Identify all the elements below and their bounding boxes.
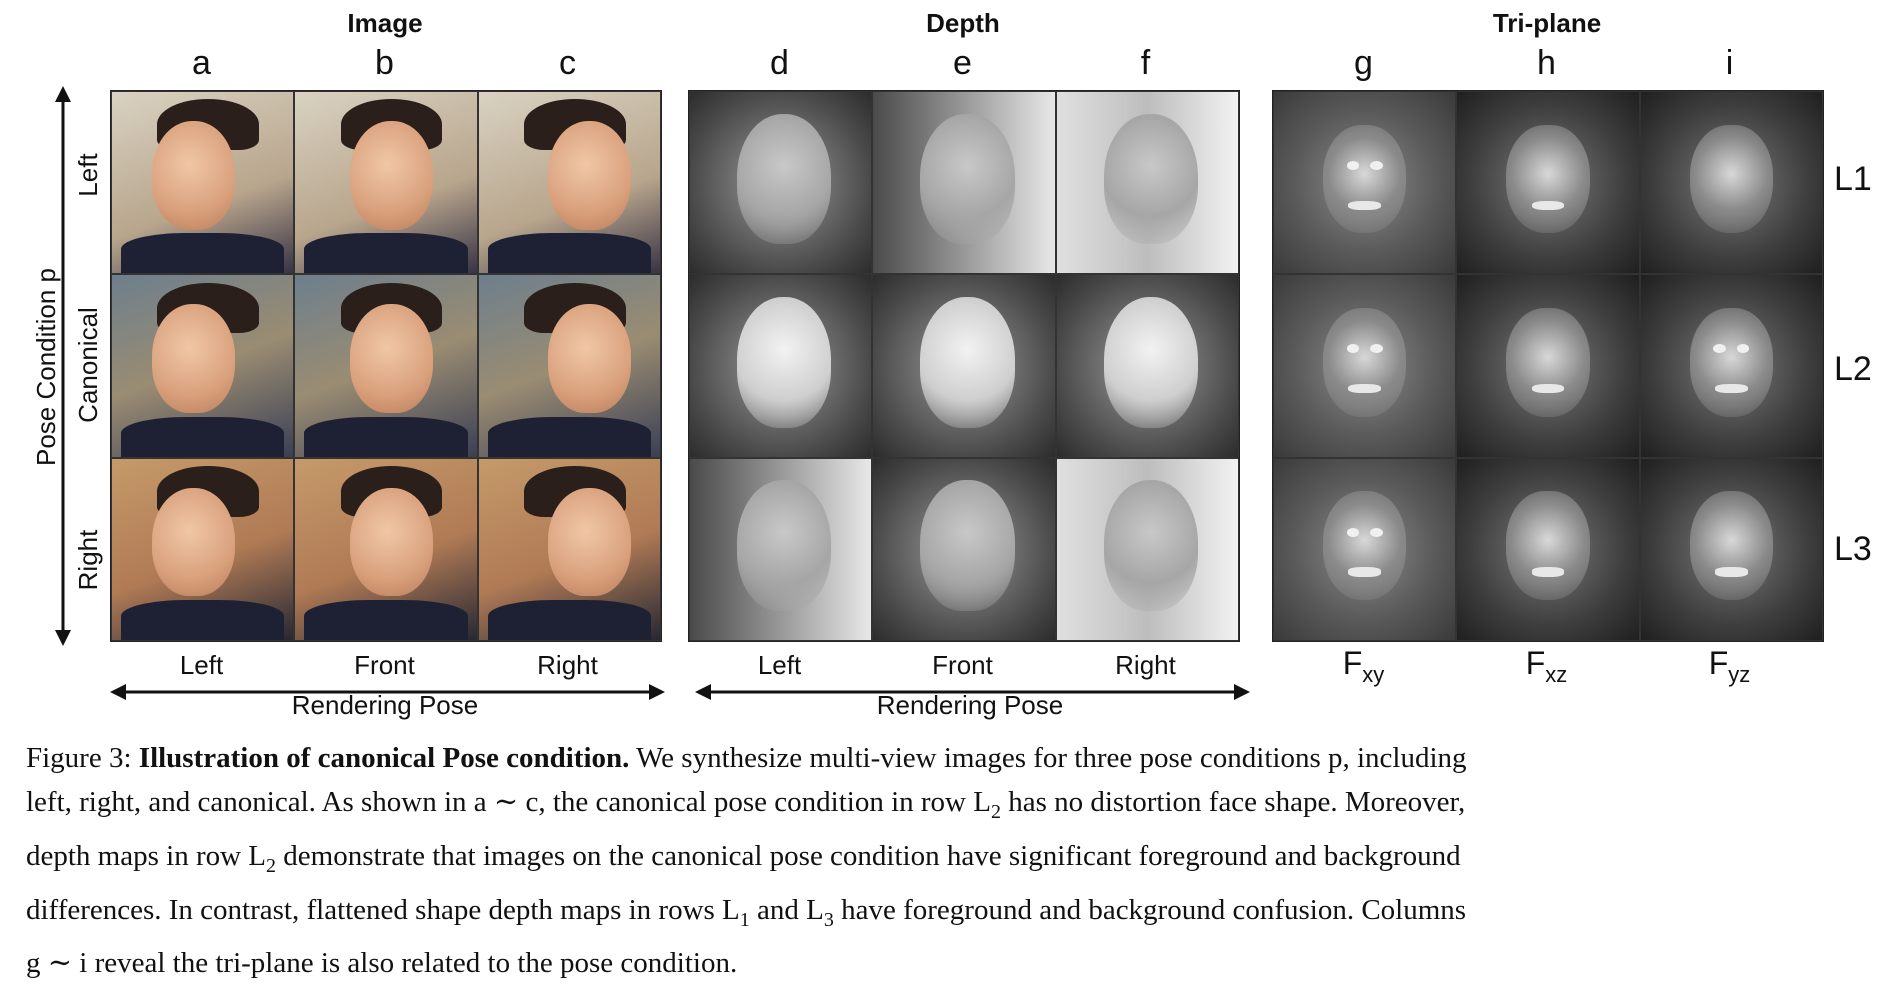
column-letter-c: c [559,44,576,82]
depth-cell-e2 [872,274,1056,458]
depth-grid [688,90,1240,642]
image-cell-a3 [111,457,295,641]
caption-line-4: differences. In contrast, flattened shap… [26,893,1467,931]
image-cell-c3 [477,457,661,641]
triplane-grid [1272,90,1824,642]
depth-cell-d3 [689,457,873,641]
row-id-l2: L2 [1834,350,1872,388]
image-cell-a2 [111,274,295,458]
depth-pose-front-label: Front [932,650,993,680]
depth-pose-right-label: Right [1115,650,1176,680]
row-label-right: Right [73,529,103,591]
column-letter-b: b [375,44,394,82]
pose-condition-axis-label: Pose Condition p [31,267,61,467]
depth-cell-f2 [1055,274,1239,458]
depth-cell-d2 [689,274,873,458]
depth-cell-f1 [1055,91,1239,275]
triplane-fxz-label: Fxz [1525,645,1568,687]
image-pose-right-label: Right [537,650,598,680]
depth-cell-f3 [1055,457,1239,641]
row-label-canonical: Canonical [73,307,103,423]
row-label-left: Left [73,153,103,197]
column-letter-a: a [192,44,211,82]
depth-group-title: Depth [926,8,1000,38]
depth-cell-e3 [872,457,1056,641]
caption-line-2: left, right, and canonical. As shown in … [26,786,1466,823]
image-pose-front-label: Front [354,650,415,680]
triplane-cell-i3 [1639,457,1823,641]
image-cell-b3 [294,457,478,641]
column-letter-f: f [1140,44,1151,82]
triplane-cell-h2 [1456,274,1640,458]
image-cell-b1 [294,91,478,275]
image-cell-c2 [477,274,661,458]
column-letter-d: d [770,44,789,82]
column-letter-e: e [953,44,972,82]
triplane-group-title: Tri-plane [1492,8,1602,38]
image-pose-left-label: Left [179,650,224,680]
figure-caption: Figure 3: Illustration of canonical Pose… [26,736,1866,985]
depth-rendering-pose-label: Rendering Pose [876,690,1064,720]
triplane-cell-g2 [1273,274,1457,458]
depth-pose-left-label: Left [757,650,802,680]
depth-cell-d1 [689,91,873,275]
image-rendering-pose-arrow [110,684,665,700]
depth-rendering-pose-arrow [695,684,1250,700]
caption-line-1: Figure 3: Illustration of canonical Pose… [26,742,1467,774]
triplane-cell-g1 [1273,91,1457,275]
pose-condition-arrow [55,86,71,646]
image-cell-b2 [294,274,478,458]
row-id-l1: L1 [1834,160,1872,198]
triplane-cell-g3 [1273,457,1457,641]
column-letter-g: g [1354,44,1373,82]
column-letter-h: h [1537,44,1556,82]
column-letter-i: i [1725,44,1734,82]
caption-line-3: depth maps in row L2 demonstrate that im… [26,839,1461,877]
triplane-fxy-label: Fxy [1342,645,1385,687]
depth-cell-e1 [872,91,1056,275]
triplane-cell-h1 [1456,91,1640,275]
image-cell-c1 [477,91,661,275]
triplane-cell-i2 [1639,274,1823,458]
caption-line-5: g ∼ i reveal the tri-plane is also relat… [26,947,738,980]
row-id-l3: L3 [1834,530,1872,568]
image-group-title: Image [347,8,423,38]
triplane-cell-h3 [1456,457,1640,641]
triplane-fyz-label: Fyz [1708,645,1751,687]
image-rendering-pose-label: Rendering Pose [291,690,479,720]
image-cell-a1 [111,91,295,275]
image-grid [110,90,662,642]
triplane-cell-i1 [1639,91,1823,275]
